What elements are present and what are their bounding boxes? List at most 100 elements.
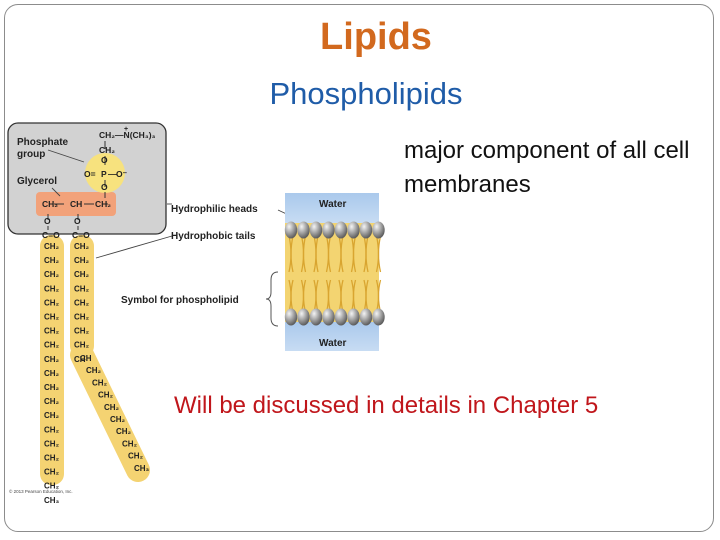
hydrophilic-head	[359, 221, 373, 239]
tail-left-atom: CH₂	[44, 298, 60, 307]
bond-right: —	[108, 169, 117, 179]
symbol-label: Symbol for phospholipid	[121, 295, 239, 306]
tail-left-atom: CH₂	[44, 383, 60, 392]
tail-right-atom: CH₂	[74, 341, 90, 350]
hydrophilic-head	[297, 221, 310, 239]
carbonyl-right: C=O	[72, 230, 90, 240]
membrane-bilayer: Water Water	[284, 193, 385, 351]
tail-right-kink-atom: CH₂	[92, 378, 108, 387]
slide-frame	[4, 4, 714, 532]
bilayer-tail-line	[340, 235, 344, 273]
tail-right-kink-atom: CH₂	[86, 366, 102, 375]
tail-left-atom: CH₂	[44, 369, 60, 378]
hydrophilic-head	[347, 308, 360, 326]
tail-right-atom: CH₂	[74, 298, 90, 307]
tail-left-atom: CH₂	[44, 425, 60, 434]
tail-right-kink-atom: CH	[80, 354, 92, 363]
ester-oxygen-right: O	[74, 216, 81, 226]
oxygen-left: O=	[84, 169, 96, 179]
tail-left-atom: CH₂	[44, 454, 60, 463]
tail-left-atom: CH₂	[44, 468, 60, 477]
bilayer-tail-line	[365, 235, 369, 273]
bilayer-tail-line	[327, 235, 332, 273]
hydrophilic-head	[334, 221, 348, 239]
slide-subtitle: Phospholipids	[269, 76, 463, 111]
tail-right-atom: CH₂	[74, 256, 90, 265]
phosphate-circle	[85, 153, 125, 193]
tail-left-atom: CH₂	[44, 341, 60, 350]
hydrophilic-head	[334, 308, 348, 326]
tail-left-atom: CH₂	[44, 242, 60, 251]
glycerol-band	[36, 192, 116, 216]
copyright: © 2013 Pearson Education, Inc.	[9, 488, 73, 494]
tail-left-atom: CH₃	[44, 496, 60, 505]
tail-left-atom: CH₂	[44, 439, 60, 448]
water-top	[285, 193, 379, 223]
tail-right-atom: CH₂	[74, 313, 90, 322]
tail-right-kink-atom: CH₂	[128, 452, 144, 461]
glycerol-ch2-right: CH₂	[95, 199, 111, 209]
water-bottom-label: Water	[319, 338, 347, 349]
tail-right-atom: CH₂	[74, 242, 90, 251]
tail-right-atom: CH₂	[74, 327, 90, 336]
tail-left-atom: CH₂	[44, 270, 60, 279]
hydrophilic-head	[372, 308, 385, 326]
hydrophilic-head	[347, 221, 360, 239]
slide-title: Lipids	[320, 16, 432, 58]
hydrophilic-head	[284, 308, 298, 326]
tail-right-kink-atom: CH₂	[98, 391, 114, 400]
tail-left-atoms: CH₂ CH₂ CH₂ CH₂ CH₂ CH₂ CH₂ CH₂ CH₂ CH₂ CH₂ CH₂ CH₂ C…	[44, 242, 60, 505]
bilayer-tail-line	[302, 235, 307, 273]
oxygen-right: O⁻	[116, 169, 128, 179]
hydrophilic-head	[309, 221, 323, 239]
ester-oxygen-left: O	[44, 216, 51, 226]
tail-left-atom: CH₂	[44, 411, 60, 420]
water-top-label: Water	[319, 199, 347, 210]
tail-right-kink-atom: CH₂	[122, 439, 138, 448]
tail-right-kink-atom: CH₃	[134, 464, 150, 473]
phosphate-group-label: Phosphate group	[17, 137, 71, 160]
carbonyl-left: C=O	[42, 230, 60, 240]
tail-left-atom: CH₂	[44, 482, 60, 491]
bilayer-tail-line	[315, 235, 319, 273]
molecule-bonds	[47, 141, 108, 230]
tail-right-atoms: CH₂CH₂CH₂CH₂CH₂CH₂CH₂CH₂CHCHCH₂CH₂CH₂CH₂…	[74, 242, 150, 473]
chapter-note: Will be discussed in details in Chapter …	[174, 392, 599, 419]
hydrophilic-head	[322, 308, 335, 326]
glycerol-ch: CH	[70, 199, 82, 209]
hydrophilic-head	[322, 221, 335, 239]
hydrophilic-head	[309, 308, 323, 326]
hydrophilic-head	[297, 308, 310, 326]
water-bottom	[285, 322, 379, 351]
choline-label: CH₂—N(CH₃)₃	[99, 130, 156, 140]
oxygen-bottom: O	[101, 182, 108, 192]
phosphorus: P	[101, 169, 107, 179]
fatty-acid-tail-left	[40, 235, 64, 485]
bilayer-tails	[288, 235, 382, 313]
tail-right-atom: CH₂	[74, 284, 90, 293]
bilayer-tail-line	[377, 235, 382, 273]
bilayer-heads-top	[284, 221, 385, 239]
hydrophilic-head	[284, 221, 298, 239]
fatty-acid-tail-right-kink	[70, 343, 150, 482]
choline-ch2: CH₂	[99, 145, 115, 155]
hydrophilic-head	[372, 221, 385, 239]
tail-left-atom: CH₂	[44, 284, 60, 293]
tail-right-kink-atom: CH₂	[110, 415, 126, 424]
tail-right-atom: CH₂	[74, 270, 90, 279]
bilayer-tail-line	[290, 235, 294, 273]
choline-charge: +	[124, 126, 128, 133]
bilayer-tail-line	[352, 235, 357, 273]
bilayer-heads-bottom	[284, 308, 385, 326]
hydrophilic-head	[359, 308, 373, 326]
tail-left-atom: CH₂	[44, 256, 60, 265]
symbol-brace	[265, 271, 279, 327]
glycerol-ch2-left: CH₂	[42, 199, 58, 209]
body-text: major component of all cell membranes	[404, 137, 690, 198]
tail-left-atom: CH₂	[44, 313, 60, 322]
tail-region	[285, 223, 379, 322]
fatty-acid-tail-right-upper	[70, 235, 94, 357]
oxygen-top: O	[101, 155, 108, 165]
tail-right-kink-atom: CH₂	[116, 427, 132, 436]
